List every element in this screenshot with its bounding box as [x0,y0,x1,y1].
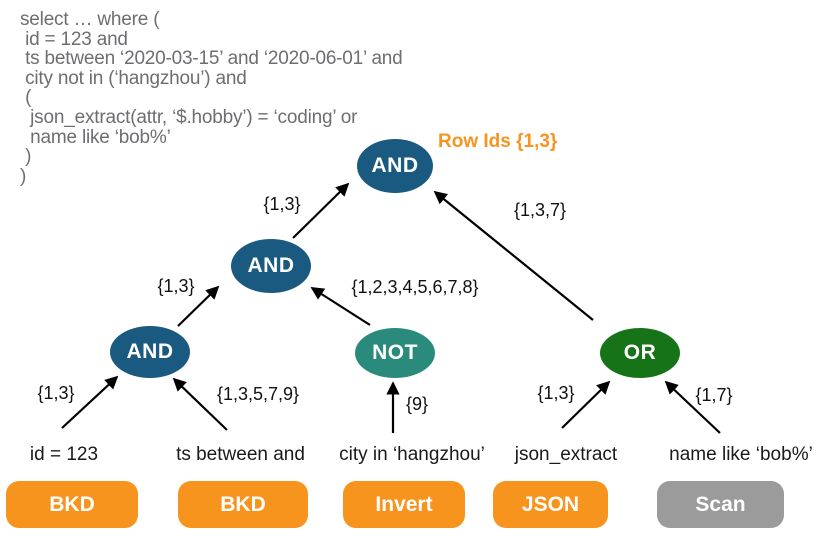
sql-line: json_extract(attr, ‘$.hobby’) = ‘coding’… [20,106,358,128]
sql-line: ts between ‘2020-03-15’ and ‘2020-06-01’… [20,48,403,70]
edge-ts-to-left-and [172,377,228,431]
edge-name-to-or [664,380,721,434]
executor-badge-json: JSON [493,481,608,528]
executor-badge-bkd-1: BKD [6,481,138,528]
sql-line: city not in (‘hangzhou’) and [20,67,247,89]
edge-label-mid-to-root: {1,3} [263,194,301,214]
edge-json-to-or [561,380,611,429]
edge-label-ts-to-left-and: {1,3,5,7,9} [216,384,300,404]
tree-node-mid-and: AND [231,239,311,293]
leaf-predicate-id: id = 123 [29,444,99,465]
edge-left-and-to-mid [177,285,220,327]
edge-label-id-to-left-and: {1,3} [37,383,75,403]
tree-node-not: NOT [355,328,435,378]
edge-label-or-to-root: {1,3,7} [513,200,567,220]
leaf-predicate-ts: ts between and [176,444,305,465]
row-ids-annotation: Row Ids {1,3} [438,131,558,152]
sql-line: ) [20,165,27,187]
tree-node-root-and: AND [357,139,433,193]
tree-node-left-and: AND [110,326,190,378]
sql-line: ( [20,87,32,109]
edge-label-city-to-not: {9} [405,394,429,414]
sql-line: select … where ( [20,9,160,30]
sql-line: ) [20,146,32,168]
edge-not-to-mid [310,287,371,326]
edge-label-left-and-to-mid: {1,3} [157,276,195,296]
edge-label-not-to-mid: {1,2,3,4,5,6,7,8} [351,277,479,297]
leaf-predicate-name: name like ‘bob%’ [669,444,813,465]
leaf-predicate-city: city in ‘hangzhou’ [339,444,485,465]
sql-line: id = 123 and [20,28,128,50]
edge-mid-to-root [292,182,350,239]
executor-badge-scan: Scan [657,481,784,528]
edge-label-name-to-or: {1,7} [695,385,733,405]
tree-node-or: OR [600,328,680,378]
edge-id-to-left-and [61,375,119,429]
sql-query-text: select … where ( id = 123 and ts between… [20,10,403,186]
edge-label-json-to-or: {1,3} [537,383,575,403]
sql-line: name like ‘bob%’ [20,126,171,148]
executor-badge-invert: Invert [343,481,465,528]
edge-or-to-root [433,190,594,321]
leaf-predicate-json: json_extract [514,444,618,465]
executor-badge-bkd-2: BKD [178,481,308,528]
